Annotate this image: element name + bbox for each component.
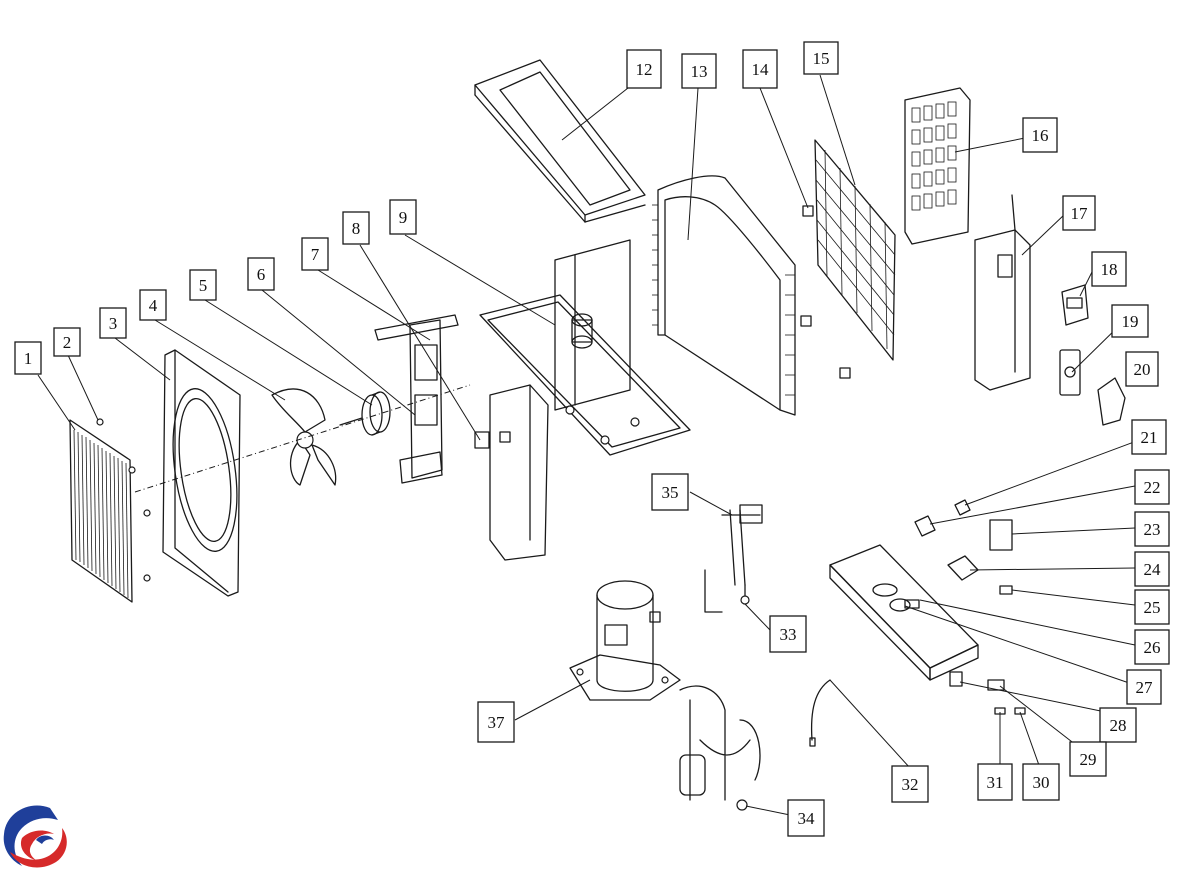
callout-21: 21 <box>1131 419 1167 455</box>
callout-16: 16 <box>1022 117 1058 153</box>
callout-34-label: 34 <box>798 809 816 828</box>
part-condenser-coil <box>652 175 796 416</box>
callout-2-label: 2 <box>63 333 72 352</box>
callout-23-label: 23 <box>1144 520 1161 539</box>
callout-2: 2 <box>53 327 81 357</box>
part-top-cover <box>474 59 646 223</box>
callout-32: 32 <box>891 765 929 803</box>
callout-29-label: 29 <box>1080 750 1097 769</box>
callout-17-label: 17 <box>1071 204 1089 223</box>
callout-21-label: 21 <box>1141 428 1158 447</box>
callout-37-label: 37 <box>488 713 506 732</box>
callout-18-label: 18 <box>1101 260 1118 279</box>
part-fan-blade <box>271 388 337 486</box>
callout-13-label: 13 <box>691 62 708 81</box>
callout-4: 4 <box>139 289 167 321</box>
part-valve-assembly <box>704 504 763 613</box>
part-electrical-small <box>914 499 1013 595</box>
callout-27: 27 <box>1126 669 1162 705</box>
callout-29: 29 <box>1069 741 1107 777</box>
callout-24: 24 <box>1134 551 1170 587</box>
callout-31: 31 <box>977 763 1013 801</box>
part-electrical-box <box>829 544 979 687</box>
callout-33: 33 <box>769 615 807 653</box>
brand-logo-icon <box>3 805 67 868</box>
part-grille <box>69 418 151 603</box>
callout-9-label: 9 <box>399 208 408 227</box>
callout-28: 28 <box>1099 707 1137 743</box>
callout-9: 9 <box>389 199 417 235</box>
part-rear-guard <box>814 139 896 361</box>
callout-33-label: 33 <box>780 625 797 644</box>
part-handle <box>1061 284 1089 326</box>
callout-3: 3 <box>99 307 127 339</box>
callout-27-label: 27 <box>1136 678 1154 697</box>
part-valve-cover <box>1097 377 1126 426</box>
callout-15-label: 15 <box>813 49 830 68</box>
callout-35-label: 35 <box>662 483 679 502</box>
callout-25: 25 <box>1134 589 1170 625</box>
callout-12: 12 <box>626 49 662 89</box>
callout-34: 34 <box>787 799 825 837</box>
part-side-panel <box>489 384 549 561</box>
callout-22-label: 22 <box>1144 478 1161 497</box>
callout-1: 1 <box>14 341 42 375</box>
callout-26-label: 26 <box>1144 638 1161 657</box>
callout-12-label: 12 <box>636 60 653 79</box>
part-right-panel <box>974 194 1031 391</box>
callout-30-label: 30 <box>1033 773 1050 792</box>
callout-6: 6 <box>247 257 275 291</box>
callout-37: 37 <box>477 701 515 743</box>
callout-7-label: 7 <box>311 245 320 264</box>
callout-30: 30 <box>1022 763 1060 801</box>
part-fan-motor <box>339 391 391 436</box>
part-compressor <box>569 580 681 701</box>
callout-1-label: 1 <box>24 349 33 368</box>
callout-31-label: 31 <box>987 773 1004 792</box>
part-piping <box>679 685 761 811</box>
callout-5: 5 <box>189 269 217 301</box>
callout-24-label: 24 <box>1144 560 1162 579</box>
callout-13: 13 <box>681 53 717 89</box>
callout-28-label: 28 <box>1110 716 1127 735</box>
part-coil-clips <box>800 205 851 379</box>
callout-15: 15 <box>803 41 839 75</box>
leader-lines <box>37 74 1151 816</box>
part-side-grille <box>904 87 971 245</box>
callout-14-label: 14 <box>752 60 770 79</box>
callout-4-label: 4 <box>149 296 158 315</box>
callout-26: 26 <box>1134 629 1170 665</box>
callout-14: 14 <box>742 49 778 89</box>
callout-19-label: 19 <box>1122 312 1139 331</box>
part-sensor-bits <box>809 679 1026 747</box>
callout-18: 18 <box>1091 251 1127 287</box>
callout-20: 20 <box>1125 351 1159 387</box>
callout-8-label: 8 <box>352 219 361 238</box>
callout-35: 35 <box>651 473 689 511</box>
part-terminal-cover <box>1059 349 1081 396</box>
callout-23: 23 <box>1134 511 1170 547</box>
callout-32-label: 32 <box>902 775 919 794</box>
part-motor-bracket <box>374 314 490 484</box>
callout-17: 17 <box>1062 195 1096 231</box>
callout-8: 8 <box>342 211 370 245</box>
callout-6-label: 6 <box>257 265 266 284</box>
callout-7: 7 <box>301 237 329 271</box>
part-base-pan <box>479 239 691 456</box>
callout-19: 19 <box>1111 304 1149 338</box>
callout-3-label: 3 <box>109 314 118 333</box>
callout-22: 22 <box>1134 469 1170 505</box>
callout-16-label: 16 <box>1032 126 1049 145</box>
part-front-panel <box>162 349 241 597</box>
callout-20-label: 20 <box>1134 360 1151 379</box>
callout-5-label: 5 <box>199 276 208 295</box>
callout-25-label: 25 <box>1144 598 1161 617</box>
